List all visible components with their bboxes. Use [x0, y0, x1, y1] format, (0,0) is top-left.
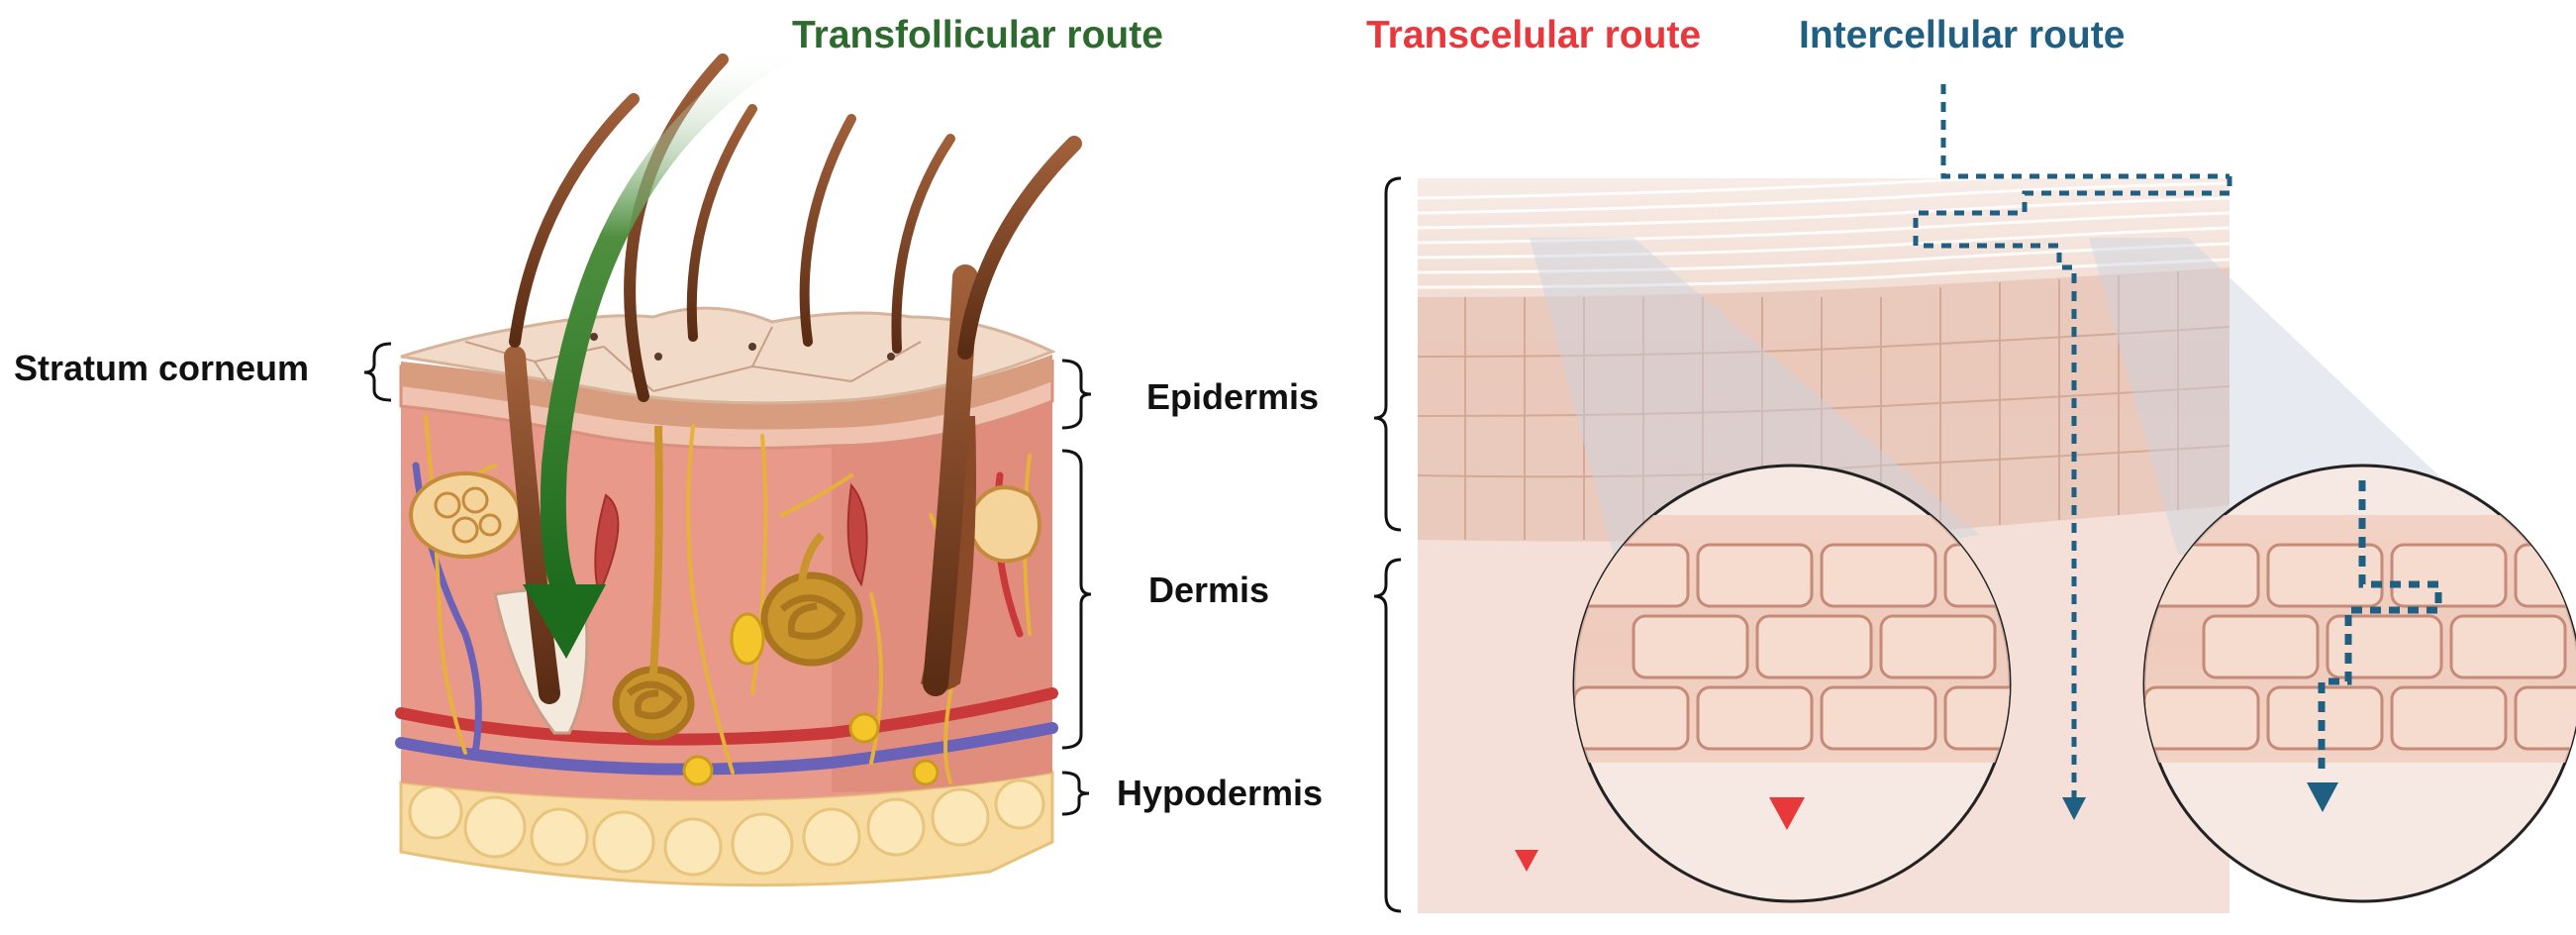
sebaceous-gland-right: [966, 485, 1041, 564]
sweat-glands: [612, 425, 863, 741]
arrow-down-icon: [2062, 797, 2086, 820]
keratinocyte-cells: [1418, 271, 2229, 540]
fat-cells: [408, 779, 1045, 877]
pores: [590, 333, 895, 361]
hair-shafts: [509, 53, 1082, 402]
stratum-corneum-label: Stratum corneum: [14, 348, 309, 388]
skin-block-illustration: [395, 32, 1082, 887]
stratum-corneum-callout: Stratum corneum: [14, 342, 392, 402]
dermis-callout: Dermis: [1061, 449, 1269, 750]
hypodermis-label: Hypodermis: [1117, 773, 1323, 813]
epidermis-label: Epidermis: [1146, 376, 1319, 417]
panel-dermis-bracket: [1373, 558, 1402, 913]
viable-epidermis: [1418, 267, 2229, 542]
arrow-down-icon: [2307, 782, 2338, 812]
intercellular-route-title: Intercellular route: [1799, 14, 2125, 56]
stratum-corneum-strata: [1418, 178, 2229, 289]
sensory-corpuscles: [682, 612, 940, 786]
transfollicular-arrow: [523, 32, 805, 659]
panel-epidermis-bracket: [1373, 176, 1402, 532]
arrow-down-icon: [1769, 797, 1805, 830]
skin-cross-section-panel: [1373, 84, 2576, 913]
hypodermis-brace: [1061, 771, 1090, 816]
intercellular-path: [1913, 84, 2232, 797]
arrow-down-icon: [1515, 850, 1538, 872]
transfollicular-route-title: Transfollicular route: [792, 14, 1163, 56]
dermis-label: Dermis: [1148, 570, 1269, 610]
transcelular-route-title: Transcelular route: [1366, 14, 1701, 56]
surface-creases: [464, 326, 922, 392]
magnified-view-transcelular: [1572, 464, 2012, 903]
dermis-brace: [1061, 449, 1092, 750]
sebaceous-gland-left: [409, 471, 522, 559]
lens2-intercellular-path: [2318, 480, 2442, 773]
epidermis-callout: Epidermis: [1061, 359, 1319, 430]
hypodermis-callout: Hypodermis: [1061, 771, 1323, 816]
arrector-muscles: [594, 482, 868, 598]
lens2-cells: [2144, 515, 2576, 763]
magnified-view-intercellular: [2142, 464, 2576, 903]
arrow-down-icon: [523, 584, 606, 659]
stratum-corneum-brace: [363, 342, 392, 402]
transcelular-arrow: [1515, 89, 1538, 872]
epidermis-brace: [1061, 359, 1092, 430]
